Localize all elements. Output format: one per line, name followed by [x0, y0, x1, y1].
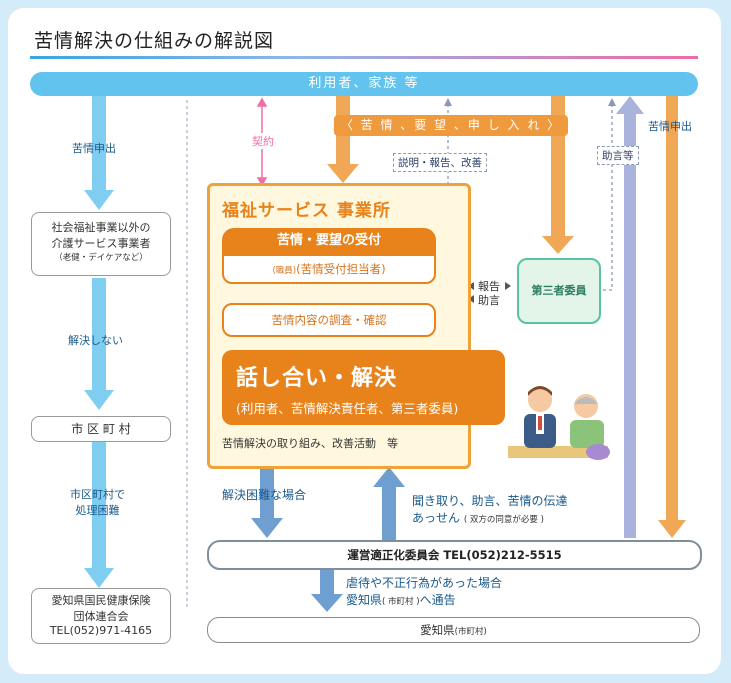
investigation-box: 苦情内容の調査・確認 — [222, 303, 436, 337]
municipality-difficult-label: 市区町村で 処理困難 — [70, 486, 125, 518]
abuse-line2-small: ( 市町村 ) — [382, 597, 420, 607]
mediation-line1: 聞き取り、助言、苦情の伝達 — [412, 494, 568, 508]
consultation-illustration — [508, 386, 610, 460]
municipality-difficult-line1: 市区町村で — [70, 488, 125, 501]
federation-phone: TEL(052)971-4165 — [49, 624, 153, 637]
welfare-service-office-title: 福祉サービス 事業所 — [222, 201, 391, 221]
explanation-report-box: 説明・報告、改善 — [393, 153, 487, 172]
abuse-line1: 虐待や不正行為があった場合 — [346, 576, 503, 590]
non-welfare-line3: （老健・デイケアなど） — [54, 253, 148, 263]
non-welfare-line1: 社会福祉事業以外の — [51, 221, 151, 234]
abuse-line2-pref: 愛知県 — [346, 593, 383, 607]
discussion-resolution-box: 話し合い・解決 (利用者、苦情解決責任者、第三者委員) — [222, 350, 505, 425]
federation-line2: 団体連合会 — [73, 610, 129, 623]
staff-label: (苦情受付担当者) — [296, 262, 386, 276]
discussion-subtitle: (利用者、苦情解決責任者、第三者委員) — [236, 401, 459, 416]
mediation-line2: あっせん ( 双方の同意が必要 ) — [412, 509, 568, 526]
discussion-title: 話し合い・解決 — [236, 366, 398, 391]
reception-staff-box: (職員)(苦情受付担当者) — [222, 254, 436, 284]
aichi-prefecture-box: 愛知県(市町村) — [207, 617, 700, 643]
difficult-case-label: 解決困難な場合 — [222, 488, 307, 502]
abuse-report-text: 虐待や不正行為があった場合 愛知県( 市町村 )へ通告 — [346, 574, 502, 608]
advice-box: 助言等 — [597, 146, 639, 165]
request-bar: 〈 苦 情 、要 望 、申 し 入 れ 〉 — [334, 115, 568, 136]
operation-appropriateness-committee-box: 運営適正化委員会 TEL(052)212-5515 — [207, 540, 702, 570]
aichi-insurance-federation-box: 愛知県国民健康保険 団体連合会 TEL(052)971-4165 — [31, 588, 171, 644]
advice-label: 助言 — [478, 294, 500, 307]
pref-small-label: (市町村) — [454, 627, 487, 637]
mediation-label: あっせん — [412, 511, 461, 525]
right-complaint-label: 苦情申出 — [648, 120, 692, 133]
diagram-title: 苦情解決の仕組みの解説図 — [34, 30, 275, 52]
users-family-bar: 利用者、家族 等 — [30, 72, 698, 96]
federation-line1: 愛知県国民健康保険 — [51, 594, 151, 607]
not-resolved-label: 解決しない — [68, 334, 123, 347]
staff-small-label: (職員) — [272, 266, 297, 276]
report-label: 報告 — [478, 280, 500, 293]
abuse-line2: 愛知県( 市町村 )へ通告 — [346, 591, 502, 608]
mediation-text: 聞き取り、助言、苦情の伝達 あっせん ( 双方の同意が必要 ) — [412, 492, 568, 526]
abuse-line2-notify: へ通告 — [419, 593, 456, 607]
improvement-text: 苦情解決の取り組み、改善活動 等 — [222, 437, 398, 450]
contract-label: 契約 — [252, 133, 274, 149]
municipality-difficult-line2: 処理困難 — [75, 504, 120, 517]
title-underline — [30, 56, 698, 59]
third-party-committee-box: 第三者委員 — [517, 258, 601, 324]
non-welfare-line2: 介護サービス事業者 — [51, 237, 151, 250]
non-welfare-provider-box: 社会福祉事業以外の 介護サービス事業者 （老健・デイケアなど） — [31, 212, 171, 276]
municipality-box: 市 区 町 村 — [31, 416, 171, 442]
mediation-note: ( 双方の同意が必要 ) — [463, 515, 544, 525]
reception-header: 苦情・要望の受付 — [222, 228, 436, 254]
left-complaint-label: 苦情申出 — [72, 142, 116, 155]
pref-label: 愛知県 — [420, 623, 455, 637]
